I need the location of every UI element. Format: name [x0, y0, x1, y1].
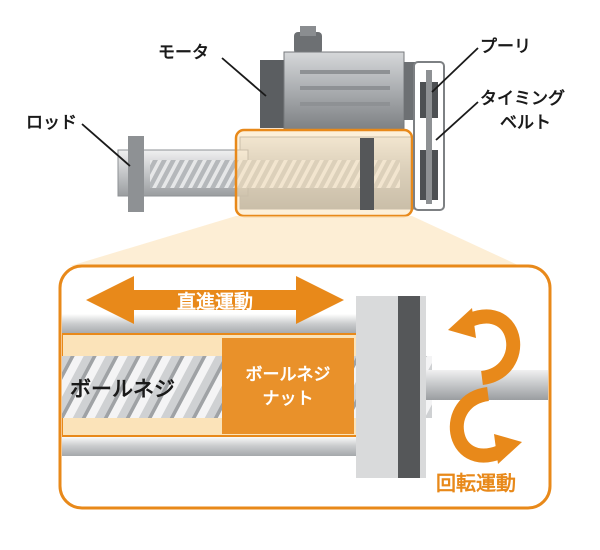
pulley-housing [413, 61, 445, 211]
housing-bottom [62, 436, 362, 456]
detail-view: 直進運動 ボールネジ ボールネジ ナット 回転運動 [58, 264, 552, 510]
linear-motion-arrow [86, 276, 344, 324]
timing-belt-label-line2: ベルト [500, 113, 551, 133]
rotary-motion-label: 回転運動 [436, 471, 516, 495]
rod-label: ロッド [26, 113, 77, 133]
bearing-plate [398, 296, 420, 478]
housing-top [62, 314, 362, 334]
nut-plate-small [360, 138, 374, 210]
motor [260, 26, 420, 131]
ball-screw-nut-label-line1: ボールネジ [246, 365, 331, 385]
motor-label: モータ [158, 43, 209, 63]
zoom-highlight-frame [234, 128, 414, 218]
leader-lines [81, 47, 479, 167]
timing-belt-label-line1: タイミング [480, 88, 565, 109]
ball-screw-nut [222, 338, 354, 434]
ball-screw-nut-label-line2: ナット [263, 389, 314, 409]
zoom-funnel [70, 216, 520, 266]
linear-motion-label: 直進運動 [177, 290, 253, 313]
rotary-motion-arrows [448, 308, 522, 464]
pulley-label: プーリ [480, 36, 531, 57]
actuator-overview [117, 26, 445, 218]
ball-screw-label: ボールネジ [70, 377, 175, 401]
